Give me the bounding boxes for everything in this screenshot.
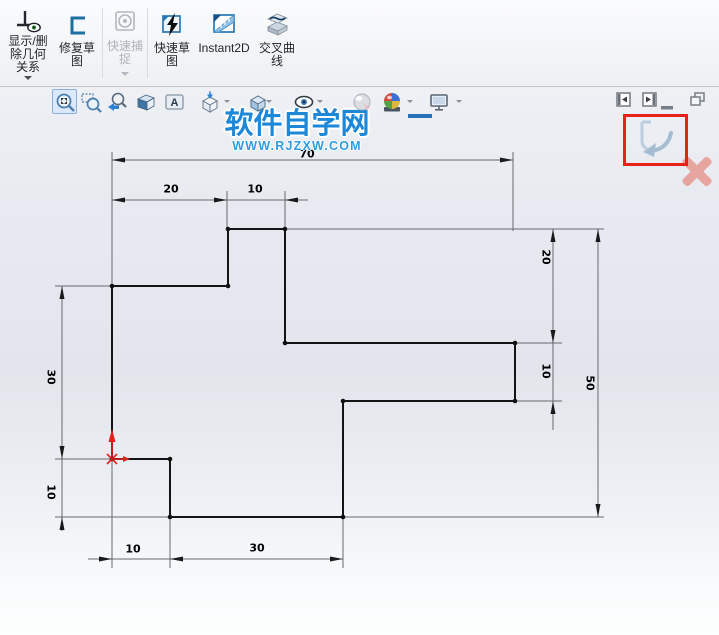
apply-scene-caret-icon[interactable] [407, 100, 413, 103]
dimension-label-20[interactable]: 20 [163, 182, 179, 196]
restore-icon [690, 92, 705, 106]
toolbar-separator [147, 8, 148, 78]
display-style-icon [249, 95, 267, 112]
dimension-label-top-width[interactable]: 70 [299, 147, 315, 161]
blue-marker-bar [408, 114, 432, 118]
tool-intersection-curve[interactable]: 交叉曲 线 [254, 2, 300, 82]
tool-instant2d[interactable]: Instant2D [195, 2, 253, 82]
zoom-to-area-icon [81, 93, 102, 113]
tool-label: 显示/删 [8, 34, 48, 48]
section-view-button[interactable] [133, 89, 158, 114]
repair-sketch-icon [65, 13, 89, 40]
zoom-to-fit-button[interactable] [52, 89, 77, 114]
dimension-lines [55, 152, 604, 568]
pane-previous-icon [616, 92, 631, 107]
intersection-curve-icon [264, 11, 290, 40]
display-delete-relations-icon [13, 6, 43, 37]
dimension-label-right-20[interactable]: 20 [539, 249, 553, 265]
instant2d-icon [211, 11, 237, 40]
minimize-window-button[interactable] [661, 99, 674, 114]
tool-quick-snaps[interactable]: 快速捕 捉 [104, 2, 146, 82]
apply-scene-button[interactable] [379, 89, 404, 114]
dimension-label-bottom-10[interactable]: 10 [125, 542, 141, 556]
tool-display-delete-relations[interactable]: 显示/删 除几何 关系 [3, 2, 53, 82]
tool-repair-sketch[interactable]: 修复草 图 [55, 2, 99, 82]
view-settings-button[interactable] [426, 89, 451, 114]
tool-rapid-sketch[interactable]: 快速草 图 [149, 2, 195, 82]
highlight-box [623, 114, 688, 166]
dimension-label-right-50[interactable]: 50 [583, 375, 597, 391]
view-orientation-icon [201, 91, 219, 113]
watermark-subtitle: WWW.RJZXW.COM [232, 139, 362, 153]
tool-label: 捉 [118, 52, 131, 66]
pane-next-button[interactable] [642, 92, 657, 110]
zoom-to-fit-icon [56, 93, 75, 112]
watermark-title: 软件自学网 [224, 108, 370, 140]
rapid-sketch-icon [159, 11, 185, 40]
eye-icon [294, 95, 314, 109]
tool-label: 关系 [15, 60, 40, 74]
pane-previous-button[interactable] [616, 92, 631, 110]
dimension-label-right-10[interactable]: 10 [539, 363, 553, 379]
minimize-icon [661, 106, 673, 110]
tool-label: 快速草 [153, 41, 190, 55]
previous-view-icon [108, 92, 127, 111]
graphics-area[interactable] [0, 87, 719, 635]
view-settings-caret-icon[interactable] [456, 100, 462, 103]
tool-label: 图 [165, 54, 178, 68]
tool-label: 线 [270, 54, 283, 68]
exit-sketch-icon [640, 120, 673, 157]
tool-label: 除几何 [9, 47, 46, 61]
sketch-origin [106, 429, 130, 465]
dimension-label-left-10[interactable]: 10 [44, 484, 58, 500]
sketch-profile [111, 228, 516, 518]
appearance-sphere-icon [353, 93, 371, 111]
annotation-view-icon: A [165, 94, 184, 110]
dimension-arrows [59, 157, 601, 562]
section-view-icon [136, 94, 155, 111]
dropdown-caret-icon [24, 76, 32, 80]
watermark: 软件自学网 WWW.RJZXW.COM [224, 109, 369, 153]
restore-window-button[interactable] [690, 92, 706, 110]
hide-show-items-button[interactable] [291, 89, 316, 114]
tool-label: Instant2D [198, 41, 250, 55]
toolbar-separator [102, 8, 103, 78]
apply-scene-icon [384, 93, 400, 112]
tool-label: 快速捕 [106, 39, 143, 53]
previous-view-button[interactable] [104, 89, 129, 114]
pane-next-icon [642, 92, 657, 107]
monitor-icon [430, 94, 448, 111]
dropdown-caret-icon [121, 72, 129, 76]
a-glyph: A [171, 97, 179, 109]
tool-label: 图 [70, 54, 83, 68]
confirm-exit-sketch-button[interactable] [629, 117, 679, 159]
dimension-label-bottom-30[interactable]: 30 [249, 541, 265, 555]
tool-label: 交叉曲 [258, 41, 295, 55]
view-orientation-caret-icon[interactable] [224, 100, 230, 103]
annotation-view-button[interactable]: A [162, 89, 187, 114]
zoom-to-area-button[interactable] [78, 89, 103, 114]
view-orientation-button[interactable] [197, 89, 222, 114]
display-style-button[interactable] [245, 89, 270, 114]
dimension-label-left-30[interactable]: 30 [44, 369, 58, 385]
tool-label: 修复草 [58, 41, 95, 55]
hide-show-caret-icon[interactable] [317, 100, 323, 103]
display-style-caret-icon[interactable] [266, 100, 272, 103]
dimension-label-10[interactable]: 10 [247, 182, 263, 196]
quick-snaps-icon [112, 8, 138, 37]
sketch-toolbar: 显示/删 除几何 关系 修复草 图 [0, 0, 719, 87]
edit-appearance-button[interactable] [349, 89, 374, 114]
